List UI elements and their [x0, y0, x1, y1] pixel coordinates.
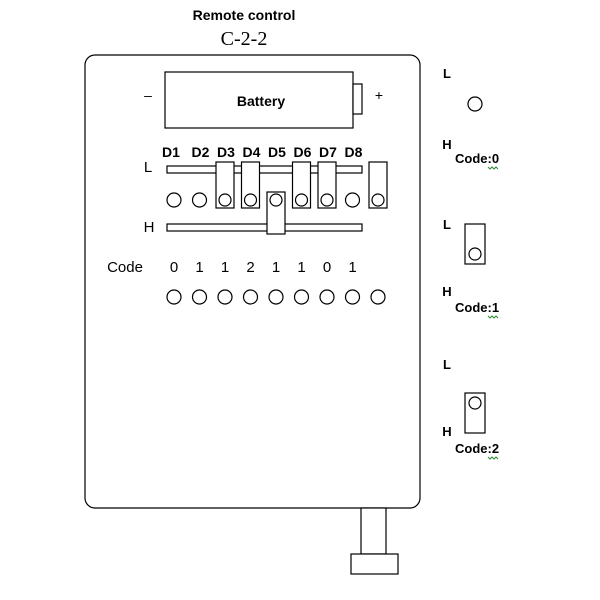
- code-digit-1: 0: [170, 259, 178, 276]
- dip-name-d3: D3: [217, 144, 235, 160]
- legend-2-high-label: H: [442, 424, 451, 439]
- pin-row-bottom: [166, 289, 386, 305]
- dip-low-label: L: [144, 159, 152, 176]
- battery-plus-sign: +: [375, 87, 383, 103]
- legend-1-pin: [468, 247, 482, 261]
- model-number: C-2-2: [221, 28, 268, 50]
- legend-2-pin: [468, 396, 482, 410]
- dip-switch-names: D1 D2 D3 D4 D5 D6 D7 D8: [162, 144, 363, 160]
- jumper-pin-6: [320, 193, 334, 207]
- dip-name-d2: D2: [192, 144, 210, 160]
- battery-body: [164, 71, 354, 129]
- dip-high-label: H: [144, 219, 155, 236]
- battery: Battery – +: [144, 71, 383, 129]
- legend-code-0: L H Code:0: [442, 66, 499, 166]
- legend-0-high-label: H: [442, 137, 451, 152]
- pin-bottom-8: [370, 289, 386, 305]
- antenna-base: [350, 553, 399, 575]
- dip-name-d4: D4: [243, 144, 261, 160]
- pin-bottom-7: [344, 289, 361, 305]
- pin-bottom-5: [293, 289, 310, 305]
- legend-0-low-label: L: [443, 66, 451, 81]
- battery-label: Battery: [237, 93, 285, 109]
- dip-name-d1: D1: [162, 144, 180, 160]
- dip-name-d6: D6: [294, 144, 312, 160]
- dip-name-d8: D8: [345, 144, 363, 160]
- code-label: Code: [107, 259, 143, 276]
- code-digit-7: 0: [323, 259, 331, 276]
- legend-code-2: L H Code:2: [442, 357, 499, 456]
- jumper-pin-5: [294, 193, 309, 207]
- underline-2: [487, 456, 499, 460]
- battery-terminal: [352, 83, 363, 115]
- code-digit-3: 1: [221, 259, 229, 276]
- jumper-pin-8: [371, 193, 385, 207]
- high-rail: [166, 223, 363, 232]
- dip-name-d7: D7: [319, 144, 337, 160]
- code-digit-5: 1: [272, 259, 280, 276]
- code-digit-4: 2: [246, 259, 254, 276]
- code-digit-8: 1: [348, 259, 356, 276]
- pin-bottom-6: [319, 289, 335, 305]
- legend-2-code: Code:2: [455, 441, 499, 456]
- underline-1: [487, 315, 499, 319]
- diagram-title: Remote control: [193, 7, 296, 23]
- legend-1-low-label: L: [443, 217, 451, 232]
- legend-1-high-label: H: [442, 284, 451, 299]
- legend-0-code: Code:0: [455, 151, 499, 166]
- jumper-pin-4: [269, 193, 283, 207]
- legend-2-low-label: L: [443, 357, 451, 372]
- legend-0-pin: [467, 96, 483, 112]
- jumpers: [215, 161, 388, 235]
- jumper-pin-3: [243, 193, 258, 207]
- legend-code-1: L H Code:1: [442, 217, 499, 315]
- battery-minus-sign: –: [144, 87, 152, 103]
- pin-bottom-1: [191, 289, 208, 305]
- antenna-stem: [360, 507, 387, 555]
- pin-top-1: [191, 192, 208, 208]
- underline-0: [487, 166, 499, 170]
- dip-name-d5: D5: [268, 144, 286, 160]
- pin-bottom-0: [166, 289, 182, 305]
- jumper-pin-2: [218, 193, 232, 207]
- pin-top-0: [166, 192, 182, 208]
- spellcheck-underlines: [487, 166, 499, 460]
- code-digit-6: 1: [297, 259, 305, 276]
- pin-top-7: [344, 192, 361, 208]
- pin-bottom-4: [268, 289, 284, 305]
- low-rail: [166, 165, 363, 174]
- legend-1-code: Code:1: [455, 300, 499, 315]
- pin-bottom-2: [217, 289, 233, 305]
- code-digit-2: 1: [195, 259, 203, 276]
- pin-bottom-3: [242, 289, 259, 305]
